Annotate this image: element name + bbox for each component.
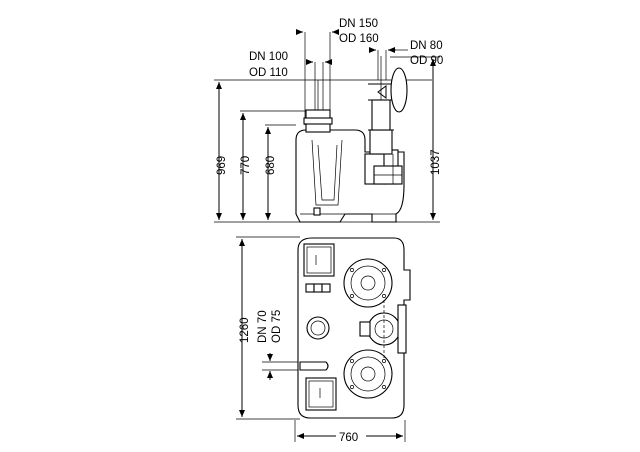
dn80-label: DN 80: [410, 40, 443, 52]
dim-680-label: 680: [265, 156, 277, 175]
dn100-label: DN 100: [249, 51, 288, 63]
access-hatch-top: [303, 243, 335, 277]
vent-pipe: [299, 361, 329, 371]
dim-770-label: 770: [240, 156, 252, 175]
dn150-label: DN 150: [339, 18, 378, 30]
valve-handle: [390, 67, 408, 113]
od90-label: OD 90: [410, 55, 443, 67]
top-view: 1260 760 DN 70 OD 75: [236, 236, 411, 444]
dim-760-label: 760: [339, 432, 358, 444]
side-view: 969 770 680 1037 DN 150 OD 160 DN 100 OD…: [214, 18, 443, 223]
dim-969-label: 969: [216, 156, 228, 175]
od75-label: OD 75: [271, 310, 283, 343]
dim-1260-label: 1260: [239, 317, 251, 343]
od160-label: OD 160: [339, 33, 379, 45]
od110-label: OD 110: [249, 67, 288, 79]
access-hatch-bottom: [305, 377, 337, 411]
dn70-label: DN 70: [257, 310, 269, 343]
dim-1037-label: 1037: [430, 149, 442, 175]
inlet-port-top: [306, 316, 330, 340]
